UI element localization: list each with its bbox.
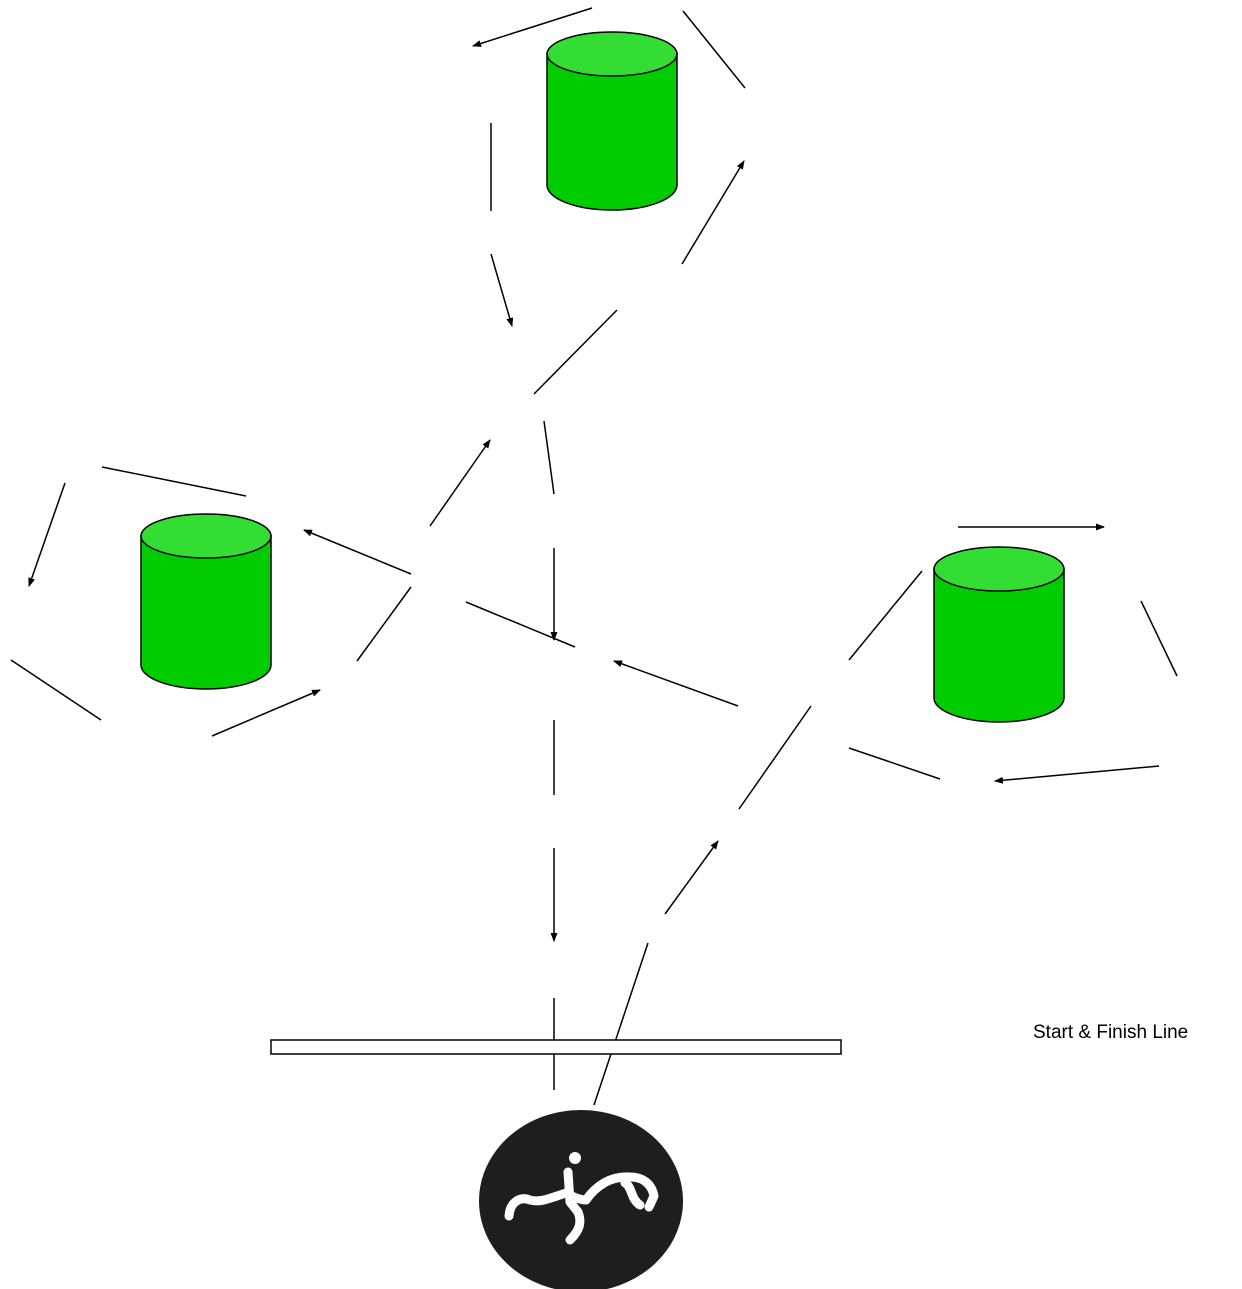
path-arrow [994, 765, 1160, 784]
path-arrow [28, 482, 66, 587]
path-segment [738, 705, 812, 810]
path-segment [101, 466, 247, 497]
left-barrel [140, 513, 272, 690]
path-segment [465, 601, 576, 648]
right-barrel [933, 546, 1065, 723]
path-segment [682, 10, 746, 89]
path-segment [10, 659, 102, 721]
top-barrel [546, 31, 678, 211]
path-arrow [613, 660, 739, 707]
start-finish-label: Start & Finish Line [1033, 1022, 1189, 1043]
horse-rider-icon [479, 1110, 683, 1289]
course-path [10, 7, 1178, 1106]
path-arrow [303, 529, 412, 575]
path-segment [848, 570, 923, 661]
path-segment [1140, 600, 1178, 677]
path-segment [593, 942, 649, 1106]
start-finish-line [270, 1039, 842, 1055]
path-arrow [472, 7, 593, 47]
path-arrow [681, 160, 745, 265]
path-segment [356, 586, 412, 662]
path-arrow [211, 689, 321, 737]
path-segment [848, 747, 941, 780]
path-arrow [490, 253, 514, 327]
path-segment [543, 420, 555, 495]
path-arrow [429, 439, 491, 527]
path-arrow [664, 840, 719, 915]
path-segment [533, 309, 618, 395]
